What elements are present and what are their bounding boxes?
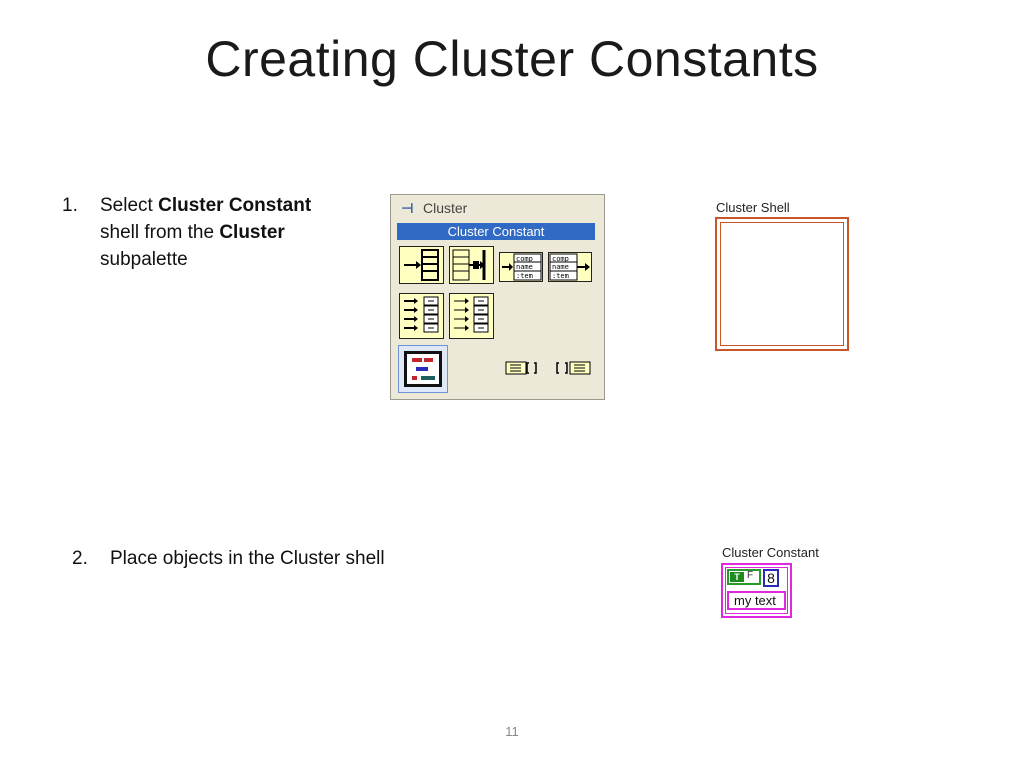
step-1-text: Select Cluster Constant shell from the C… bbox=[100, 192, 360, 273]
step-2-text: Place objects in the Cluster shell bbox=[110, 548, 385, 569]
palette-selected-item[interactable]: Cluster Constant bbox=[397, 223, 595, 240]
page-number: 11 bbox=[505, 724, 519, 739]
cluster-shell-label: Cluster Shell bbox=[716, 200, 790, 215]
icon-text-item: :tem bbox=[516, 272, 533, 280]
step-1-bold-term: Cluster bbox=[219, 222, 285, 243]
step-1-text-part: Select bbox=[100, 195, 159, 216]
pin-icon[interactable]: ⊣ bbox=[401, 200, 414, 216]
cluster-constant[interactable]: T F 8 my text bbox=[721, 563, 792, 618]
build-cluster-array-icon[interactable] bbox=[399, 293, 444, 339]
cluster-constant-palette-item[interactable] bbox=[398, 345, 448, 393]
cluster-constant-inner bbox=[725, 567, 788, 614]
step-1-number: 1. bbox=[62, 195, 78, 216]
cluster-shell[interactable] bbox=[715, 217, 849, 351]
icon-text-comp: comp bbox=[516, 255, 533, 263]
icon-text-comp: comp bbox=[552, 255, 569, 263]
numeric-constant[interactable]: 8 bbox=[763, 569, 779, 587]
palette-title: Cluster bbox=[423, 200, 468, 216]
step-1-text-part: subpalette bbox=[100, 249, 188, 270]
icon-text-name: name bbox=[552, 263, 569, 271]
cluster-constant-icon bbox=[404, 351, 442, 387]
cluster-constant-label: Cluster Constant bbox=[722, 545, 819, 560]
unbundle-by-name-icon[interactable]: comp name :tem bbox=[548, 252, 592, 282]
cluster-shell-inner bbox=[720, 222, 844, 346]
step-2-number: 2. bbox=[72, 548, 88, 569]
step-1-text-part: shell from the bbox=[100, 222, 220, 243]
bundle-by-name-icon[interactable]: comp name :tem bbox=[499, 252, 543, 282]
palette-header: ⊣ Cluster bbox=[401, 200, 467, 220]
icon-text-name: name bbox=[516, 263, 533, 271]
boolean-false-label: F bbox=[747, 570, 754, 581]
cluster-palette: ⊣ Cluster Cluster Constant bbox=[390, 194, 605, 400]
array-to-cluster-icon[interactable] bbox=[555, 360, 591, 376]
slide-title: Creating Cluster Constants bbox=[205, 31, 819, 87]
step-1-bold-term: Cluster Constant bbox=[158, 195, 312, 216]
boolean-constant[interactable]: T F bbox=[727, 569, 761, 585]
index-and-bundle-cluster-array-icon[interactable] bbox=[449, 293, 494, 339]
unbundle-icon[interactable] bbox=[449, 246, 494, 284]
cluster-to-array-icon[interactable] bbox=[505, 360, 539, 376]
boolean-true-label: T bbox=[730, 572, 744, 582]
icon-text-item: :tem bbox=[552, 272, 569, 280]
bundle-icon[interactable] bbox=[399, 246, 444, 284]
string-constant[interactable]: my text bbox=[727, 591, 786, 610]
